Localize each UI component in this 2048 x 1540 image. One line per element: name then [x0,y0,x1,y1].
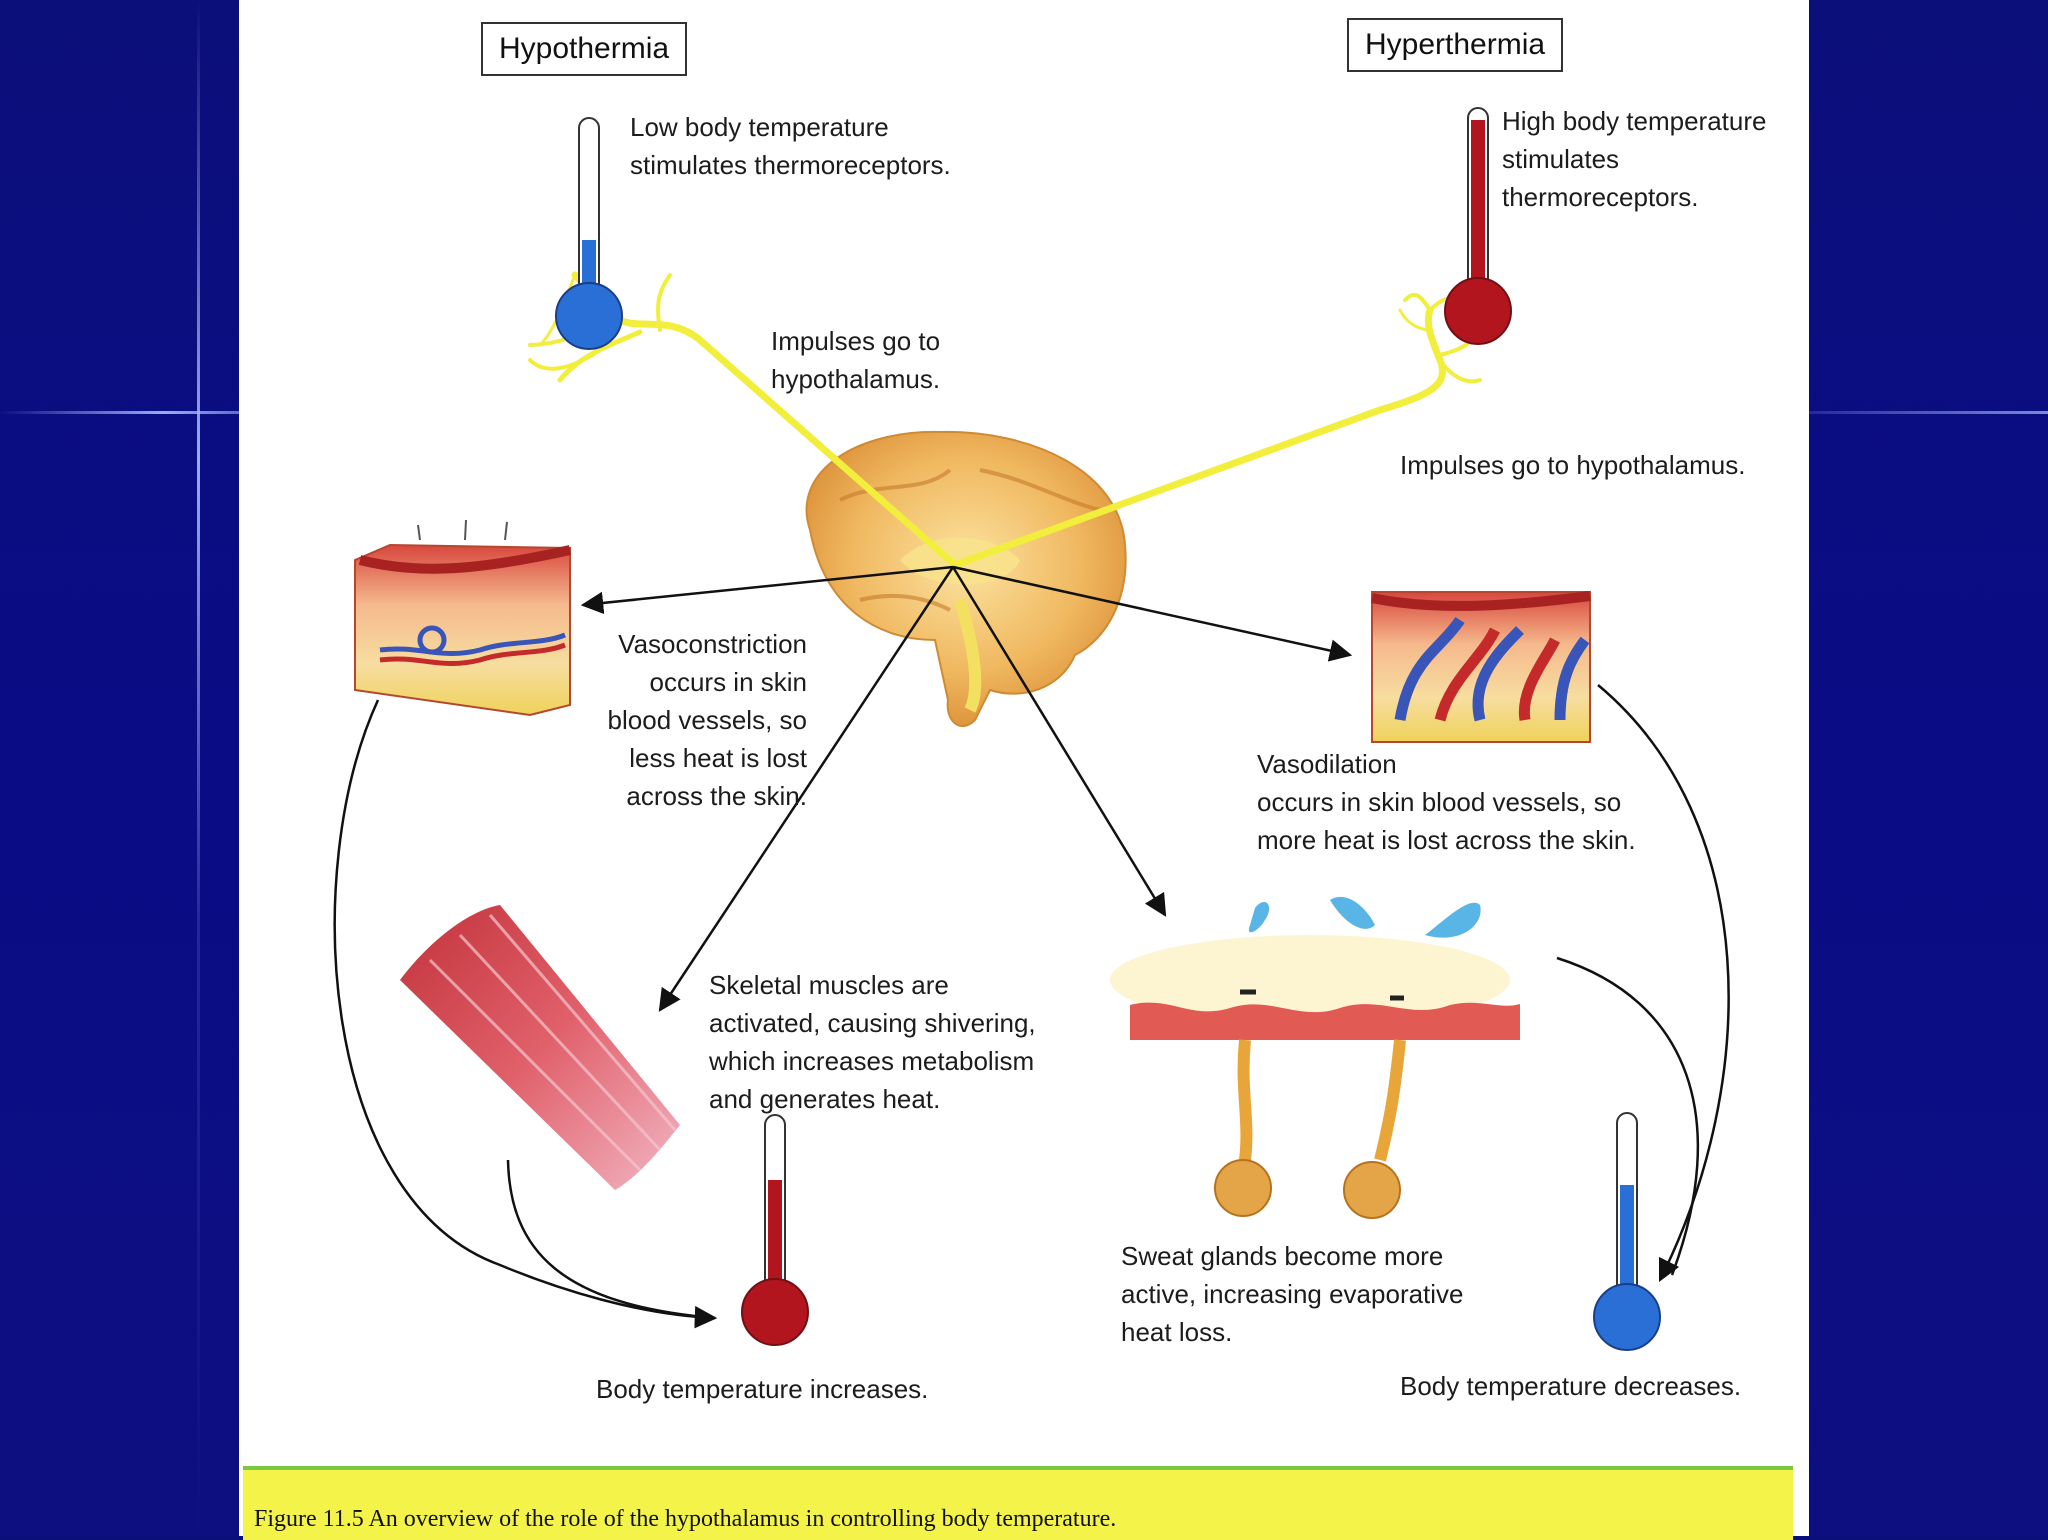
temperature-decreases-label: Body temperature decreases. [1400,1371,1742,1401]
hyperthermia-stimulus-label: High body temperature stimulates thermor… [1502,106,1767,212]
hyperthermia-title-box: Hyperthermia [1347,18,1564,72]
caption-bar [243,1466,1793,1540]
temperature-increases-label: Body temperature increases. [596,1374,929,1404]
slide-decoration-vertical [197,0,200,1536]
vasodilation-label: Vasodilation occurs in skin blood vessel… [1257,749,1636,855]
figure-panel [239,0,1809,1536]
effector-arrows [333,565,1730,1329]
hypothermia-impulses-label: Impulses go to hypothalamus. [771,326,941,394]
hypothermia-title-box: Hypothermia [481,22,688,76]
thermometer-hot-icon [1444,107,1512,345]
sweat-glands-label: Sweat glands become more active, increas… [1121,1241,1464,1347]
figure-caption: Figure 11.5 An overview of the role of t… [254,1506,1117,1532]
skin-dilated-icon [1370,591,1591,743]
sweat-gland-icon [1110,896,1520,1219]
hyperthermia-impulses-label: Impulses go to hypothalamus. [1400,450,1746,480]
muscle-icon [400,905,680,1190]
shivering-label: Skeletal muscles are activated, causing … [709,970,1036,1114]
vasoconstriction-label: Vasoconstriction occurs in skin blood ve… [607,629,807,811]
skin-constricted-icon [354,519,572,717]
hypothermia-stimulus-label: Low body temperature stimulates thermore… [630,112,951,180]
thermometer-result-cold-icon [1593,1112,1661,1351]
thermometer-result-hot-icon [741,1114,809,1346]
thermometer-cold-icon [555,117,623,350]
